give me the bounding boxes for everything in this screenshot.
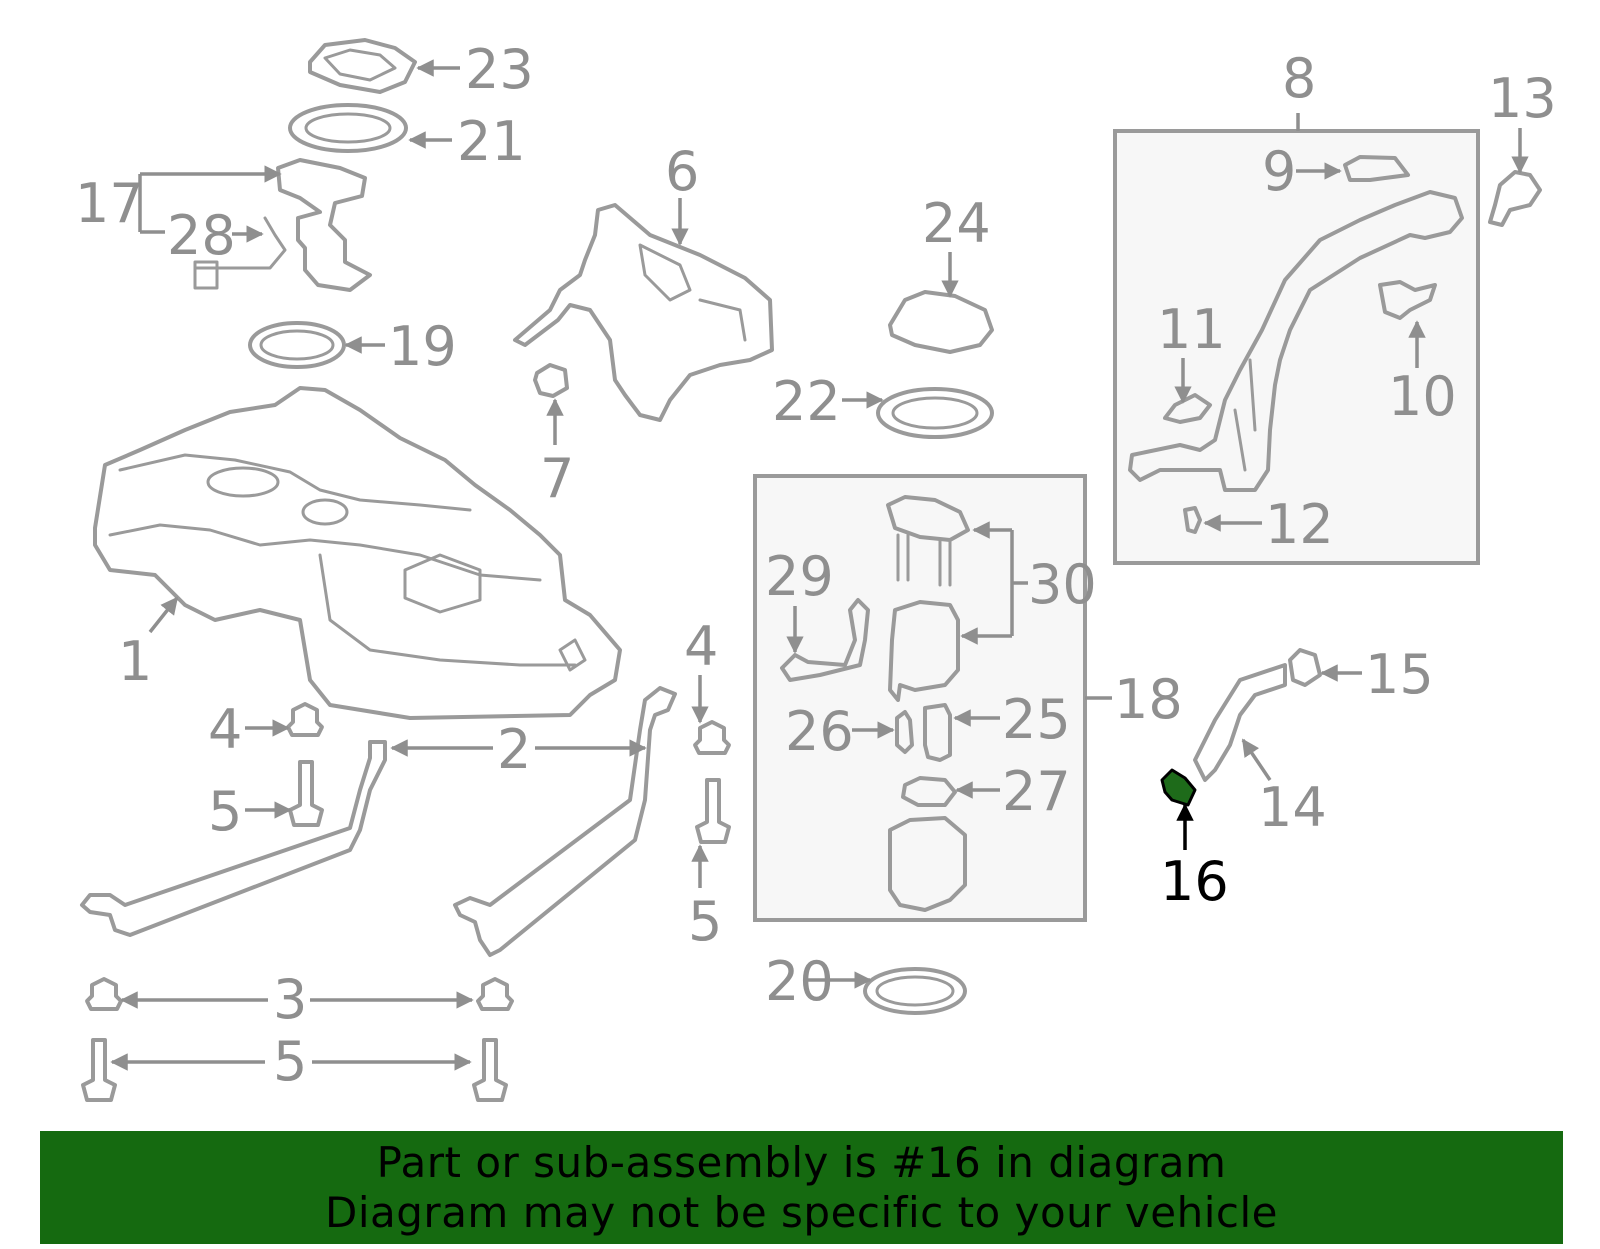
part-29-wire-harness bbox=[780, 598, 870, 682]
part-10-bracket bbox=[1378, 280, 1437, 320]
disclaimer-line: Diagram may not be specific to your vehi… bbox=[325, 1187, 1278, 1237]
callout-5-left: 5 bbox=[208, 780, 242, 843]
callout-labels: 1 2 3 4 4 5 5 5 6 7 8 9 10 11 12 13 14 1… bbox=[75, 38, 1557, 1093]
callout-22: 22 bbox=[772, 370, 841, 433]
part-19-gasket bbox=[248, 321, 346, 369]
callout-11: 11 bbox=[1157, 298, 1226, 361]
part-5-bolt-right bbox=[695, 778, 731, 844]
part-7-clip bbox=[533, 363, 569, 398]
part-3-nut-left bbox=[85, 977, 123, 1011]
part-11-clip bbox=[1163, 393, 1212, 424]
part-info-line: Part or sub-assembly is #16 in diagram bbox=[376, 1137, 1227, 1187]
callout-24: 24 bbox=[922, 192, 991, 255]
callout-9: 9 bbox=[1262, 140, 1296, 203]
part-5-bolt-bottom-right bbox=[472, 1038, 508, 1102]
callout-18: 18 bbox=[1114, 668, 1183, 731]
part-22-gasket-inner bbox=[891, 396, 979, 430]
callout-12: 12 bbox=[1265, 493, 1334, 556]
part-22-gasket bbox=[876, 387, 994, 439]
part-16-highlighted bbox=[1160, 768, 1197, 807]
part-21-gasket bbox=[288, 103, 408, 153]
callout-17: 17 bbox=[75, 172, 144, 235]
part-14-hose bbox=[1193, 663, 1287, 782]
callout-4-right: 4 bbox=[684, 615, 718, 678]
callout-28: 28 bbox=[167, 204, 236, 267]
callout-21: 21 bbox=[457, 110, 526, 173]
part-27-regulator bbox=[901, 776, 957, 807]
part-13-cap bbox=[1488, 170, 1542, 227]
part-15-clamp bbox=[1288, 648, 1322, 687]
callout-8: 8 bbox=[1282, 47, 1316, 110]
part-5-bolt-bottom-left bbox=[81, 1038, 117, 1102]
part-30-pump-bracket bbox=[886, 495, 970, 702]
callout-29: 29 bbox=[765, 545, 834, 608]
part-25-filter bbox=[923, 703, 952, 762]
callout-27: 27 bbox=[1002, 760, 1071, 823]
callout-23: 23 bbox=[465, 38, 534, 101]
part-24-cover bbox=[888, 290, 994, 354]
callout-4-left: 4 bbox=[208, 698, 242, 761]
callout-5-bottom: 5 bbox=[273, 1030, 307, 1093]
part-19-gasket-inner bbox=[259, 329, 335, 361]
part-info-banner: Part or sub-assembly is #16 in diagram D… bbox=[40, 1131, 1563, 1244]
part-4-nut-right bbox=[693, 720, 731, 755]
callout-1: 1 bbox=[118, 630, 152, 693]
callout-2: 2 bbox=[497, 718, 531, 781]
part-1-fuel-tank bbox=[93, 386, 622, 720]
callout-3: 3 bbox=[273, 968, 307, 1031]
callout-16: 16 bbox=[1160, 850, 1229, 913]
part-4-nut-left bbox=[286, 702, 324, 737]
leader-lines bbox=[110, 59, 1529, 1071]
callout-30: 30 bbox=[1028, 553, 1097, 616]
box-18 bbox=[753, 474, 1087, 922]
part-21-gasket-inner bbox=[304, 112, 392, 144]
part-26-valve bbox=[895, 710, 914, 754]
callout-6: 6 bbox=[665, 140, 699, 203]
part-17-sender-unit bbox=[193, 158, 372, 292]
callout-5-right: 5 bbox=[688, 890, 722, 953]
callout-7: 7 bbox=[540, 447, 574, 510]
part-20-gasket-inner bbox=[875, 975, 955, 1007]
callout-20: 20 bbox=[765, 950, 834, 1013]
part-18-reservoir bbox=[888, 816, 967, 912]
part-2-tank-straps bbox=[80, 686, 677, 957]
callout-26: 26 bbox=[785, 700, 854, 763]
callout-19: 19 bbox=[388, 315, 457, 378]
callout-25: 25 bbox=[1002, 688, 1071, 751]
part-5-bolt-left bbox=[288, 760, 324, 827]
part-12-clip bbox=[1183, 506, 1202, 534]
part-6-heat-shield bbox=[513, 203, 774, 422]
part-23-cover bbox=[308, 38, 417, 94]
part-8-filler-pipe bbox=[1128, 190, 1464, 492]
part-3-nut-right bbox=[476, 977, 514, 1011]
callout-10: 10 bbox=[1388, 365, 1457, 428]
part-20-gasket bbox=[863, 967, 967, 1015]
callout-15: 15 bbox=[1365, 643, 1434, 706]
callout-14: 14 bbox=[1258, 776, 1327, 839]
part-9-clip bbox=[1343, 155, 1410, 182]
callout-13: 13 bbox=[1488, 67, 1557, 130]
